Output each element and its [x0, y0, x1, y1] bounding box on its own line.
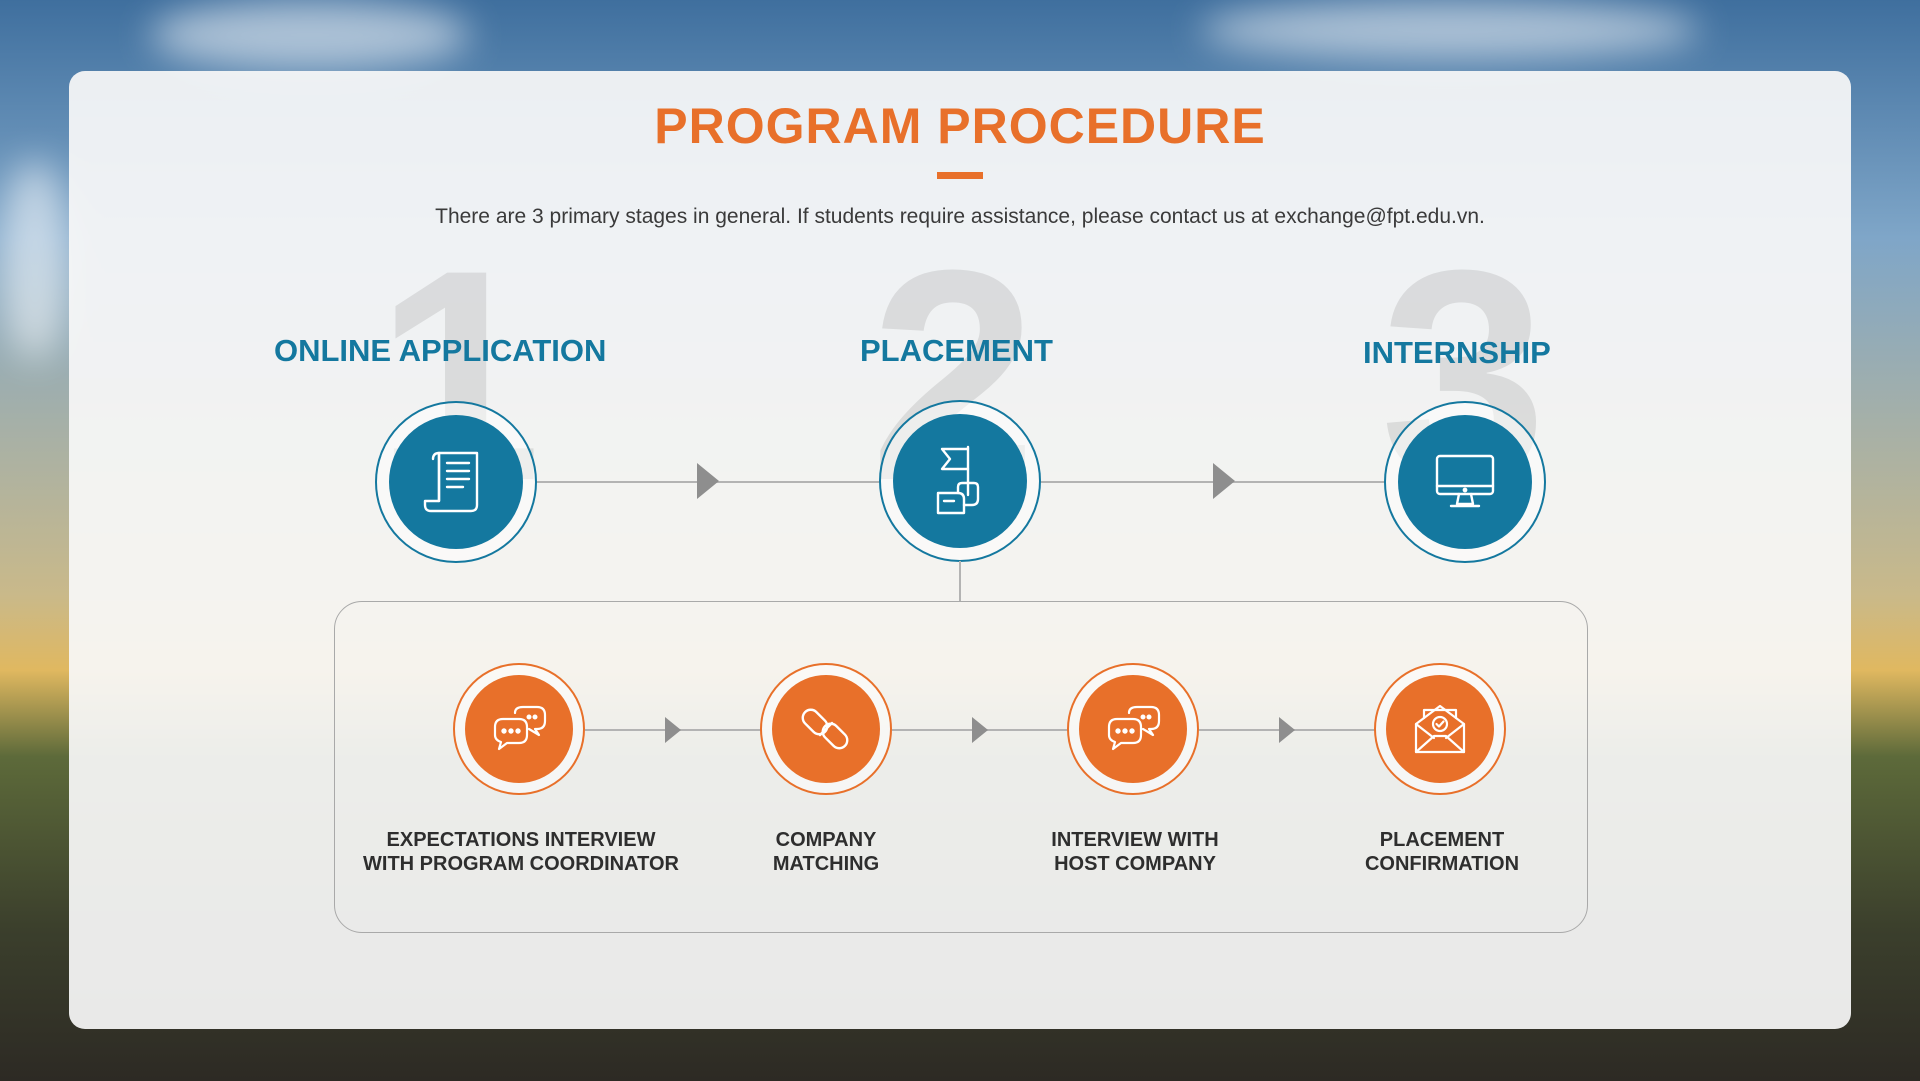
background-cloud — [1200, 0, 1700, 60]
page-title: PROGRAM PROCEDURE — [654, 98, 1266, 154]
placement-steps-box — [334, 601, 1588, 933]
step-circle — [1079, 675, 1187, 783]
step-label-interview-host-company: INTERVIEW WITH HOST COMPANY — [945, 828, 1325, 876]
step-circle — [772, 675, 880, 783]
chat-bubbles-icon — [493, 705, 547, 751]
step-circle — [465, 675, 573, 783]
stage-internship — [1384, 401, 1546, 563]
step-expectations-interview — [453, 663, 585, 795]
title-underline — [937, 172, 983, 179]
background-cloud — [150, 0, 470, 70]
chat-bubbles-icon — [1107, 705, 1161, 751]
chain-link-icon — [801, 708, 849, 750]
step-label-line: MATCHING — [772, 853, 880, 875]
stage-placement — [879, 400, 1041, 562]
stage-circle — [389, 415, 523, 549]
background-cloud — [0, 160, 70, 360]
step-arrow — [665, 717, 681, 743]
envelope-check-icon — [1414, 704, 1466, 754]
stage-arrow — [1213, 463, 1235, 499]
stage-title-internship: INTERNSHIP — [1363, 335, 1551, 370]
stage-title-online-application: ONLINE APPLICATION — [274, 333, 607, 368]
placement-detail-connector — [959, 561, 961, 601]
step-arrow — [1279, 717, 1295, 743]
step-label-line: HOST COMPANY — [1054, 853, 1216, 875]
stage-title-placement: PLACEMENT — [860, 333, 1053, 368]
step-interview-host-company — [1067, 663, 1199, 795]
step-arrow — [972, 717, 988, 743]
step-label-line: EXPECTATIONS INTERVIEW — [386, 829, 656, 851]
step-label-line: WITH PROGRAM COORDINATOR — [363, 853, 679, 875]
stage-circle — [1398, 415, 1532, 549]
document-scroll-icon — [423, 451, 479, 513]
step-label-company-matching: COMPANY MATCHING — [636, 828, 1016, 876]
step-label-line: INTERVIEW WITH — [1051, 829, 1219, 851]
step-label-line: COMPANY — [775, 829, 877, 851]
stage-online-application — [375, 401, 537, 563]
step-circle — [1386, 675, 1494, 783]
step-company-matching — [760, 663, 892, 795]
step-label-line: CONFIRMATION — [1364, 853, 1520, 875]
step-placement-confirmation — [1374, 663, 1506, 795]
page-subtitle: There are 3 primary stages in general. I… — [435, 205, 1485, 228]
step-label-expectations-interview: EXPECTATIONS INTERVIEW WITH PROGRAM COOR… — [331, 828, 711, 876]
step-label-line: PLACEMENT — [1379, 829, 1505, 851]
step-label-placement-confirmation: PLACEMENT CONFIRMATION — [1252, 828, 1632, 876]
stage-circle — [893, 414, 1027, 548]
stage-arrow — [697, 463, 719, 499]
hand-holding-flag-icon — [936, 445, 980, 515]
stage-connector — [1040, 481, 1385, 483]
computer-monitor-icon — [1435, 454, 1495, 508]
